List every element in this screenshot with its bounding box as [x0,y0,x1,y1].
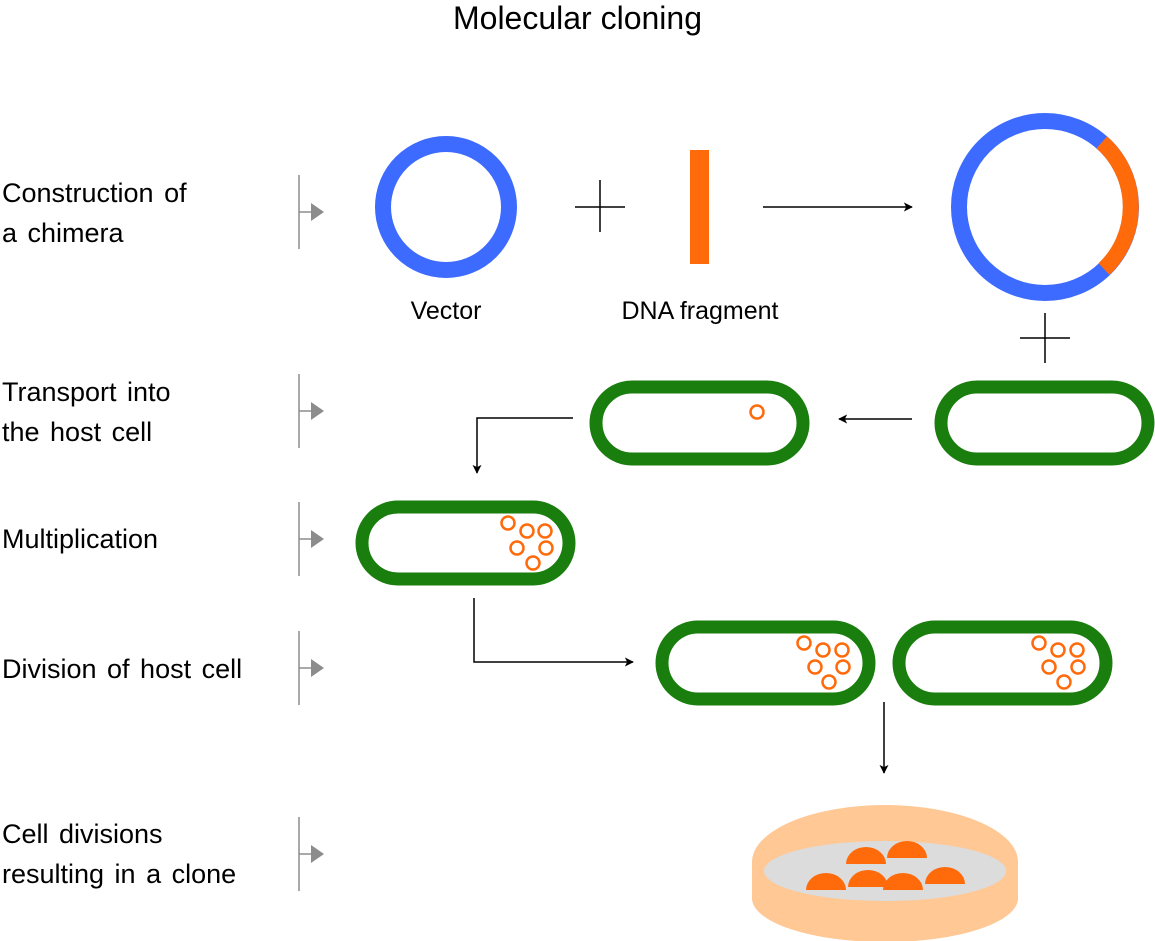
dna-fragment-icon [690,150,709,264]
step-label-division: Division of host cell [2,649,242,689]
step-label-line: Cell divisions [2,819,163,849]
step-label-line: resulting in a clone [2,859,237,889]
step-label-line: Transport into [2,377,171,407]
chimera-plasmid-icon [951,113,1139,301]
daughter-cell-icon [892,620,1113,706]
arrow-to-division [473,598,634,667]
step-label-line: Division of host cell [2,654,243,684]
step-label-transport: Transport into the host cell [2,372,171,452]
step-label-construction: Construction of a chimera [2,173,187,253]
step-bracket-construction [298,175,324,249]
step-label-line: Construction of [2,178,187,208]
vector-plasmid-icon [375,136,517,278]
step-label-line: Multiplication [2,524,159,554]
step-label-line: the host cell [2,417,153,447]
dna-fragment-caption: DNA fragment [621,297,779,325]
daughter-cell-icon [655,620,876,706]
step-bracket-division [298,631,324,705]
diagram-title: Molecular cloning [452,0,702,36]
step-bracket-transport [298,374,324,448]
step-bracket-multiplication [298,502,324,576]
step-bracket-clone [298,817,324,891]
vector-caption: Vector [410,297,482,325]
arrow-to-multiplication [472,417,573,474]
step-label-multiplication: Multiplication [2,519,158,559]
petri-dish-icon [752,805,1018,941]
multiplication-cell-icon [355,500,576,586]
colony-group [806,841,965,890]
step-label-clone: Cell divisions resulting in a clone [2,814,236,894]
transformed-cell-icon [589,380,810,466]
host-cell-icon [934,380,1155,466]
plus-icon [575,180,625,232]
step-label-line: a chimera [2,218,124,248]
plus-icon [1020,313,1070,363]
